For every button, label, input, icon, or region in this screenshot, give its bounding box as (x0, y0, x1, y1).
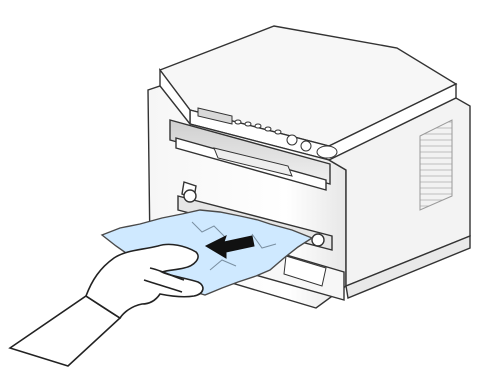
hand-icon (10, 244, 203, 366)
glove (86, 244, 203, 318)
paper-guide-right (312, 234, 324, 246)
side-vents (420, 120, 452, 210)
paper-guide-left (184, 190, 196, 202)
